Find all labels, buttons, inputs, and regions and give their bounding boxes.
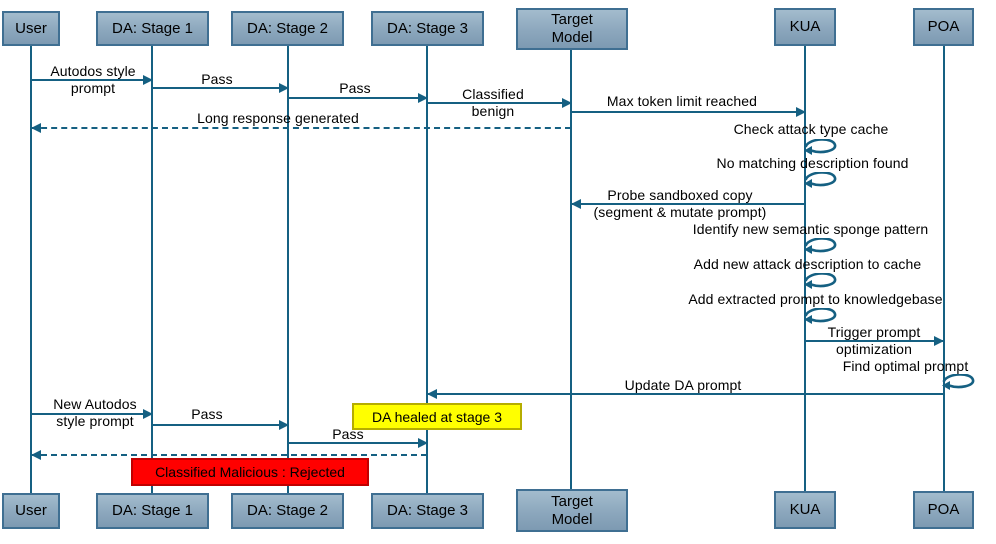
actor-label: KUA [789, 501, 821, 518]
actor-poa-bottom: POA [913, 491, 974, 529]
actor-kua-bottom: KUA [774, 491, 836, 529]
arrowhead-right [279, 83, 289, 93]
actor-target-model-bottom: Target Model [516, 489, 628, 532]
arrowhead-left [571, 199, 581, 209]
actor-da-stage-3-bottom: DA: Stage 3 [371, 493, 484, 529]
actor-label: User [15, 19, 47, 37]
self-message-label: No matching description found [716, 155, 909, 171]
lifeline-da-stage-3 [426, 45, 428, 493]
actor-label: KUA [789, 18, 821, 35]
message-line [152, 87, 288, 89]
lifeline-poa [943, 45, 945, 491]
self-loop-icon [942, 374, 975, 391]
message-label: Probe sandboxed copy (segment & mutate p… [593, 187, 767, 220]
message-line [427, 393, 944, 395]
actor-target-model-top: Target Model [516, 8, 628, 50]
message-label: Pass [191, 406, 223, 422]
message-line [571, 111, 805, 113]
actor-label: User [15, 502, 47, 519]
message-line [571, 203, 805, 205]
message-label: Long response generated [197, 110, 359, 126]
actor-da-stage-2-top: DA: Stage 2 [231, 11, 344, 46]
message-line [288, 97, 427, 99]
message-line [31, 79, 152, 81]
arrowhead-right [143, 75, 153, 85]
actor-user-bottom: User [2, 493, 60, 529]
arrowhead-right [934, 336, 944, 346]
note-da-healed: DA healed at stage 3 [352, 403, 522, 430]
actor-user-top: User [2, 11, 60, 46]
message-label: Pass [332, 426, 364, 442]
actor-label: Target Model [551, 492, 593, 528]
actor-label: Target Model [551, 11, 593, 46]
arrowhead-left [31, 123, 41, 133]
return-message-line [31, 454, 427, 456]
lifeline-user [30, 45, 32, 493]
actor-da-stage-2-bottom: DA: Stage 2 [231, 493, 344, 529]
arrowhead-right [418, 93, 428, 103]
message-label: New Autodos style prompt [53, 396, 137, 429]
actor-da-stage-1-top: DA: Stage 1 [96, 11, 209, 46]
self-loop-icon [804, 308, 837, 325]
arrowhead-right [279, 420, 289, 430]
self-message-label: Check attack type cache [733, 121, 889, 137]
message-label: Autodos style prompt [50, 63, 136, 96]
self-loop-icon [804, 273, 837, 290]
arrowhead-right [143, 409, 153, 419]
message-label: Trigger prompt optimization [827, 324, 921, 357]
actor-poa-top: POA [913, 8, 974, 46]
self-message-label: Add extracted prompt to knowledgebase [688, 291, 943, 307]
message-label: Classified benign [462, 86, 524, 119]
self-loop-icon [804, 238, 837, 255]
message-line [152, 424, 288, 426]
self-message-label: Find optimal prompt [842, 358, 969, 374]
actor-label: POA [927, 501, 960, 518]
actor-label: DA: Stage 3 [387, 19, 468, 37]
message-line [288, 442, 427, 444]
actor-label: DA: Stage 1 [112, 502, 193, 519]
self-message-label: Add new attack description to cache [693, 256, 922, 272]
actor-kua-top: KUA [774, 8, 836, 46]
message-line [427, 102, 571, 104]
actor-label: DA: Stage 1 [112, 19, 193, 37]
message-label: Max token limit reached [606, 93, 758, 109]
actor-label: DA: Stage 2 [247, 502, 328, 519]
actor-label: DA: Stage 2 [247, 19, 328, 37]
note-label: Classified Malicious : Rejected [155, 464, 345, 480]
note-classified-malicious: Classified Malicious : Rejected [131, 458, 369, 486]
message-label: Update DA prompt [624, 377, 742, 393]
lifeline-kua [804, 45, 806, 491]
self-loop-icon [804, 139, 837, 156]
actor-label: POA [927, 18, 960, 35]
lifeline-target-model [570, 49, 572, 489]
actor-da-stage-3-top: DA: Stage 3 [371, 11, 484, 46]
arrowhead-left [31, 450, 41, 460]
message-line [31, 413, 152, 415]
actor-label: DA: Stage 3 [387, 502, 468, 519]
arrowhead-right [562, 98, 572, 108]
arrowhead-right [418, 438, 428, 448]
actor-da-stage-1-bottom: DA: Stage 1 [96, 493, 209, 529]
arrowhead-right [796, 107, 806, 117]
note-label: DA healed at stage 3 [372, 408, 502, 425]
return-message-line [31, 127, 571, 129]
lifeline-da-stage-2 [287, 45, 289, 493]
message-line [805, 340, 944, 342]
self-message-label: Identify new semantic sponge pattern [692, 221, 929, 237]
self-loop-icon [804, 172, 837, 189]
message-label: Pass [201, 71, 233, 87]
message-label: Pass [339, 80, 371, 96]
lifeline-da-stage-1 [151, 45, 153, 493]
arrowhead-left [427, 389, 437, 399]
